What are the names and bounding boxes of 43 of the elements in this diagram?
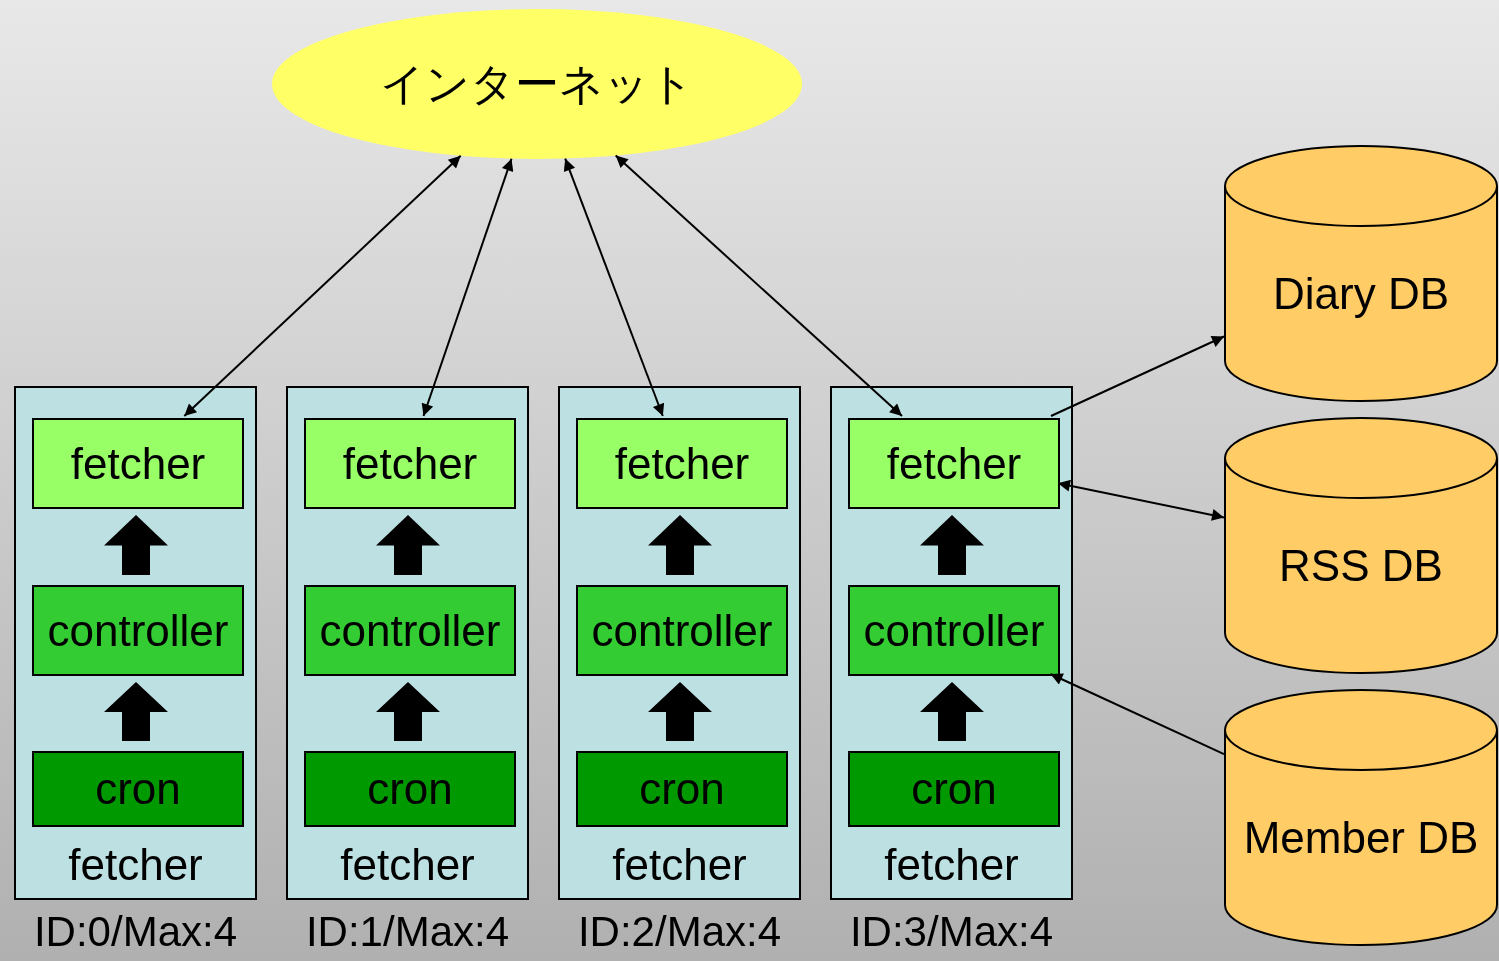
id-label: ID:0/Max:4 xyxy=(32,908,239,956)
id-label: ID:1/Max:4 xyxy=(304,908,511,956)
arrow xyxy=(183,154,462,417)
fetcher-box: fetcher xyxy=(32,418,244,509)
controller-box: controller xyxy=(848,585,1060,676)
block-arrow xyxy=(104,682,168,741)
process-group xyxy=(286,386,529,900)
block-arrow xyxy=(920,515,984,575)
cron-box: cron xyxy=(576,751,788,827)
arrow xyxy=(421,157,514,417)
block-arrow xyxy=(376,682,440,741)
group-label: fetcher xyxy=(611,840,748,890)
fetcher-box: fetcher xyxy=(576,418,788,509)
group-label: fetcher xyxy=(883,840,1020,890)
database-cylinder: Diary DB xyxy=(1224,145,1498,402)
cron-box: cron xyxy=(848,751,1060,827)
id-label: ID:2/Max:4 xyxy=(576,908,783,956)
block-arrow xyxy=(648,682,712,741)
process-group xyxy=(558,386,801,900)
cron-box: cron xyxy=(32,751,244,827)
arrow xyxy=(1050,335,1225,417)
block-arrow xyxy=(376,515,440,575)
controller-box: controller xyxy=(32,585,244,676)
database-cylinder: RSS DB xyxy=(1224,417,1498,674)
controller-box: controller xyxy=(576,585,788,676)
network-ellipse: インターネット xyxy=(272,9,802,159)
group-label: fetcher xyxy=(67,840,204,890)
arrow xyxy=(563,157,665,417)
id-label: ID:3/Max:4 xyxy=(848,908,1055,956)
fetcher-box: fetcher xyxy=(304,418,516,509)
arrow xyxy=(1057,479,1225,521)
process-group xyxy=(14,386,257,900)
block-arrow xyxy=(920,682,984,741)
fetcher-box: fetcher xyxy=(848,418,1060,509)
cron-box: cron xyxy=(304,751,516,827)
controller-box: controller xyxy=(304,585,516,676)
group-label: fetcher xyxy=(339,840,476,890)
process-group xyxy=(830,386,1073,900)
block-arrow xyxy=(648,515,712,575)
arrow xyxy=(1049,673,1225,756)
block-arrow xyxy=(104,515,168,575)
database-cylinder: Member DB xyxy=(1224,689,1498,946)
arrow xyxy=(614,154,903,417)
